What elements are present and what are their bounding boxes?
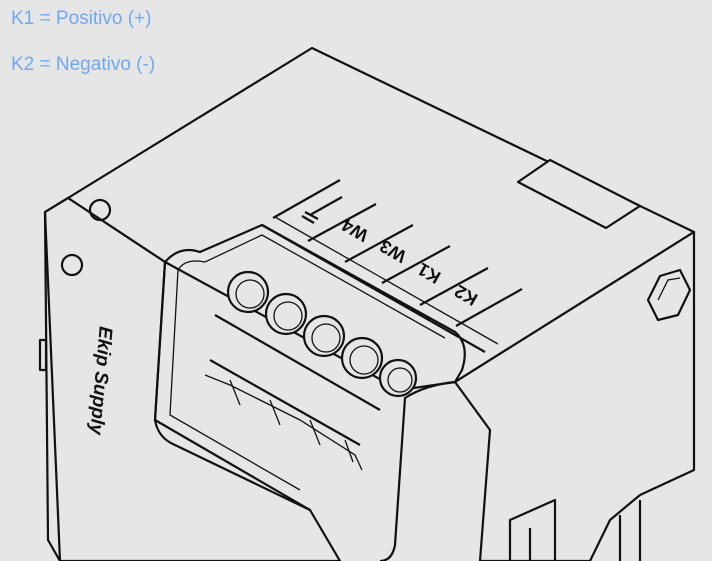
legend-k2: K2 = Negativo (-) <box>11 54 156 75</box>
power-logo-icon <box>60 198 112 277</box>
ground-icon <box>301 196 343 224</box>
legend-k1: K1 = Positivo (+) <box>11 8 152 29</box>
recess-frame <box>153 223 466 561</box>
terminal-label-strip <box>261 179 523 353</box>
right-face <box>453 230 696 561</box>
bottom-clip <box>508 498 642 561</box>
hex-nut <box>646 268 692 322</box>
screw-terminals <box>204 270 418 471</box>
latch-tab <box>516 158 642 230</box>
